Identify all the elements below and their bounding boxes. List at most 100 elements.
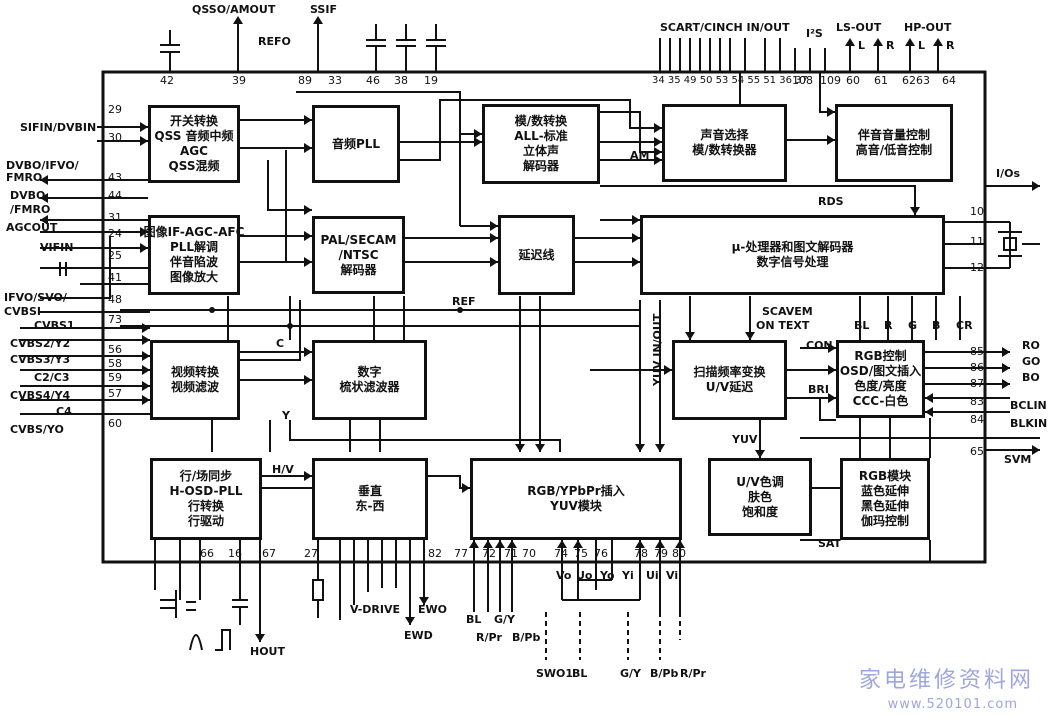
block-line: RGB模块 xyxy=(858,469,912,483)
signal-label: SSIF xyxy=(310,3,337,16)
pin-number: 59 xyxy=(108,371,122,384)
video-switch-block: 视频转换 视频滤波 xyxy=(150,340,240,420)
signal-label: B xyxy=(932,319,941,332)
pin-number: 19 xyxy=(424,74,438,87)
block-line: AGC xyxy=(180,144,208,158)
signal-label: CVBS4/Y4 xyxy=(10,389,71,402)
pin-number: 48 xyxy=(108,293,122,306)
pin-number: 16 xyxy=(228,547,242,560)
block-line: RGB/YPbPr插入 xyxy=(527,484,625,498)
pin-number: 73 xyxy=(108,313,122,326)
pin-number: 34 35 49 50 53 54 55 51 36 37 xyxy=(652,75,808,86)
block-line: 解码器 xyxy=(522,159,559,173)
signal-label: Yi xyxy=(622,569,634,582)
color-decoder-block: PAL/SECAM /NTSC 解码器 xyxy=(312,216,405,294)
block-line: U/V色调 xyxy=(736,474,784,489)
video-if-block: 图像IF-AGC-AFC PLL解调 伴音陷波 图像放大 xyxy=(144,215,244,295)
signal-label: R/Pr xyxy=(476,631,502,644)
signal-label: SCAVEM xyxy=(762,305,813,318)
signal-label: R xyxy=(886,39,895,52)
signal-label: CVBS/YO xyxy=(10,423,64,436)
signal-label: FMRO xyxy=(6,171,43,184)
sound-select-block: 声音选择 模/数转换器 xyxy=(662,104,787,182)
pin-number: 85 xyxy=(970,345,984,358)
signal-label: CR xyxy=(956,319,973,332)
signal-label: R xyxy=(884,319,893,332)
block-line: YUV模块 xyxy=(550,499,602,513)
pin-number: 44 xyxy=(108,189,122,202)
signal-label: R/Pr xyxy=(680,667,706,680)
block-line: 模/数转换器 xyxy=(692,143,757,157)
pin-number: 31 xyxy=(108,211,122,224)
signal-label: Uo xyxy=(576,569,593,582)
pin-number: 87 xyxy=(970,377,984,390)
block-line: /NTSC xyxy=(338,247,379,262)
signal-label: BL xyxy=(466,613,482,626)
signal-label: BRI xyxy=(808,383,829,396)
signal-label: L xyxy=(858,39,866,52)
block-line: 数字信号处理 xyxy=(756,255,829,269)
pin-number: 78 xyxy=(634,547,648,560)
signal-label: AGCOUT xyxy=(6,221,58,234)
signal-label: IFVO/SVO/ xyxy=(4,291,67,304)
signal-label: EWD xyxy=(404,629,433,642)
signal-label: G/Y xyxy=(494,613,516,626)
pin-number: 84 xyxy=(970,413,984,426)
signal-label: CVBS2/Y2 xyxy=(10,337,71,350)
pin-number: 41 xyxy=(108,271,122,284)
signal-label: HP-OUT xyxy=(904,21,952,34)
block-line: 伴音音量控制 xyxy=(857,128,930,142)
sync-block: 行/场同步 H-OSD-PLL 行转换 行驱动 xyxy=(150,458,262,540)
pin-number: 12 xyxy=(970,261,984,274)
block-line: 开关转换 xyxy=(169,114,218,128)
pin-number: 89 xyxy=(298,74,312,87)
pin-number: 39 xyxy=(232,74,246,87)
block-line: 梳状滤波器 xyxy=(339,380,400,394)
block-line: PAL/SECAM xyxy=(320,232,397,247)
signal-label: RO xyxy=(1022,339,1040,352)
signal-label: BL xyxy=(572,667,588,680)
watermark-text: 家电维修资料网 xyxy=(858,668,1034,693)
signal-label: CVBS1 xyxy=(34,319,75,332)
block-line: 延迟线 xyxy=(518,247,555,262)
block-line: 行/场同步 xyxy=(179,469,233,483)
signal-label: VIFIN xyxy=(40,241,74,254)
signal-label: REF xyxy=(452,295,476,308)
signal-label: DVBO/IFVO/ xyxy=(6,159,79,172)
vertical-ew-block: 垂直 东-西 xyxy=(312,458,428,540)
pin-number: 58 xyxy=(108,357,122,370)
pin-number: 60 xyxy=(846,74,860,87)
signal-label: I/Os xyxy=(996,167,1021,180)
block-line: 图像IF-AGC-AFC xyxy=(143,225,245,239)
block-line: 数字 xyxy=(357,365,382,379)
signal-label: YUV xyxy=(732,433,758,446)
block-line: QSS混频 xyxy=(168,159,220,173)
signal-label: RDS xyxy=(818,195,844,208)
pin-number: 75 xyxy=(574,547,588,560)
block-line: ALL-标准 xyxy=(514,129,568,143)
block-line: 伽玛控制 xyxy=(860,514,909,528)
pin-number: 82 xyxy=(428,547,442,560)
signal-label: B/Pb xyxy=(512,631,541,644)
signal-label: DVBO xyxy=(10,189,46,202)
pin-number: 74 xyxy=(554,547,568,560)
block-line: OSD/图文插入 xyxy=(839,364,922,378)
pin-number: 38 xyxy=(394,74,408,87)
block-line: 饱和度 xyxy=(741,504,778,519)
pin-number: 29 xyxy=(108,103,122,116)
signal-label: I²S xyxy=(806,27,823,40)
pin-number: 109 xyxy=(820,74,841,87)
pin-number: 11 xyxy=(970,235,984,248)
block-line: 立体声 xyxy=(522,144,559,158)
signal-label: Vi xyxy=(666,569,679,582)
block-line: 行转换 xyxy=(187,499,224,513)
pin-number: 25 xyxy=(108,249,122,262)
pin-number: 43 xyxy=(108,171,122,184)
signal-label: BCLIN xyxy=(1010,399,1047,412)
pin-number: 65 xyxy=(970,445,984,458)
block-line: 解码器 xyxy=(340,262,377,277)
block-line: 图像放大 xyxy=(169,270,218,284)
block-line: CCC-白色 xyxy=(852,394,909,408)
rgb-control-block: RGB控制 OSD/图文插入 色度/亮度 CCC-白色 xyxy=(836,340,925,418)
block-line: 色度/亮度 xyxy=(854,379,907,393)
